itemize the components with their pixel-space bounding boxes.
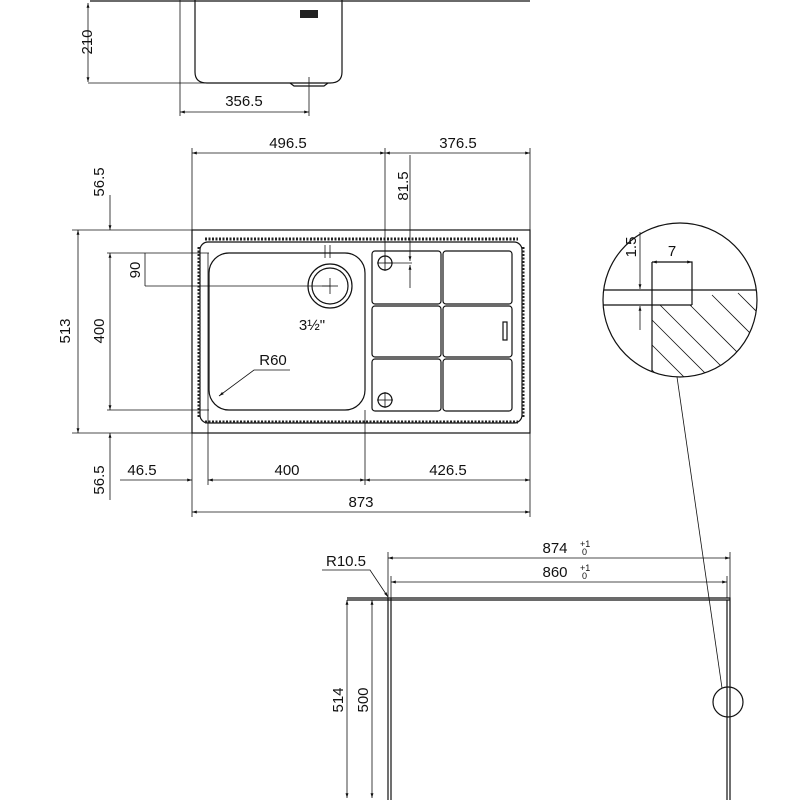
dim-drain-from-top: 90 (127, 262, 144, 279)
dim-bowl-depth: 400 (91, 318, 108, 343)
detail-marker-icon (712, 686, 744, 718)
dim-drain-offset: 356.5 (225, 93, 263, 110)
dim-step-width: 7 (668, 243, 676, 260)
tolerance-minus: 0 (582, 571, 587, 581)
dim-height: 210 (79, 29, 96, 54)
drain-size-label: 3½" (299, 317, 325, 334)
cutout-view: 874 +1 0 860 +1 0 514 500 R10.5 (322, 539, 731, 800)
radius-label: R60 (259, 352, 287, 369)
tolerance-plus: +1 (580, 539, 590, 549)
dim-margin-left: 46.5 (127, 462, 156, 479)
tap-symbol-icon (300, 10, 318, 18)
dim-depth-total: 513 (57, 318, 74, 343)
dim-width-left: 496.5 (269, 135, 307, 152)
side-view: 210 356.5 (79, 0, 530, 116)
dim-outer-depth: 514 (330, 687, 347, 712)
dim-outer-width: 874 (542, 540, 567, 557)
dim-inner-width: 860 (542, 564, 567, 581)
sink-bowl (208, 252, 366, 411)
dim-margin-bottom: 56.5 (91, 465, 108, 494)
dim-inner-depth: 500 (355, 687, 372, 712)
edge-detail: 7 1.5 (602, 222, 758, 718)
top-view: 3½" R60 496.5 376.5 81.5 513 400 56.5 56… (57, 135, 531, 517)
svg-text:874: 874 (542, 540, 567, 557)
dim-bowl-width: 400 (274, 462, 299, 479)
dim-total-width: 873 (348, 494, 373, 511)
tolerance-minus: 0 (582, 547, 587, 557)
dim-step-height: 1.5 (623, 237, 640, 258)
dim-width-right: 376.5 (439, 135, 477, 152)
dim-tap-offset: 81.5 (395, 171, 412, 200)
dim-drainer-width: 426.5 (429, 462, 467, 479)
drainer-grid (371, 250, 513, 412)
radius-label: R10.5 (326, 553, 366, 570)
dim-margin-top: 56.5 (91, 167, 108, 196)
tolerance-plus: +1 (580, 563, 590, 573)
